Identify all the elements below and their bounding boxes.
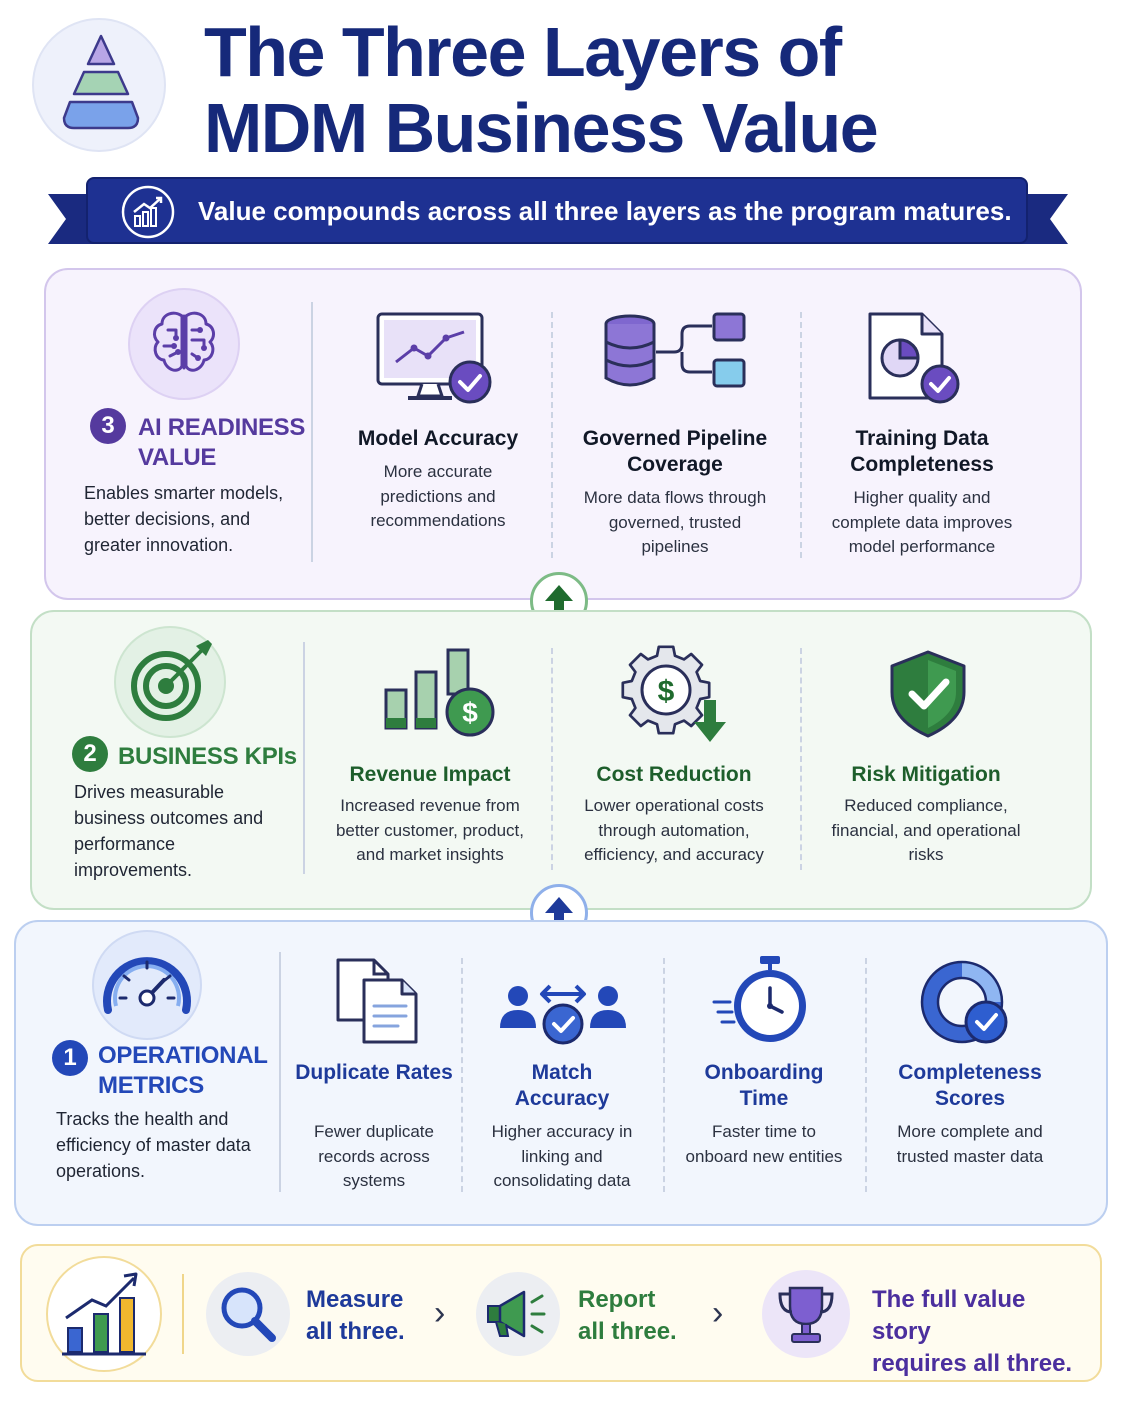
ribbon-banner <box>86 177 1028 244</box>
pyramid-icon <box>62 34 140 130</box>
document-pie-check-icon <box>868 312 960 404</box>
measure-text: Measure all three. <box>306 1284 446 1348</box>
stopwatch-icon <box>712 956 806 1042</box>
ops-layer-number: 1 <box>52 1040 88 1076</box>
monitor-chart-check-icon <box>376 312 492 404</box>
gear-dollar-down-icon: $ <box>621 645 726 742</box>
story-text: The full value story requires all three. <box>872 1284 1086 1380</box>
ops-section-icon-circle <box>92 930 202 1040</box>
arrow-up-icon <box>545 897 573 929</box>
ai-section-title-line2: VALUE <box>138 444 217 471</box>
chevron-right-icon: › <box>712 1294 724 1332</box>
measure-icon-circle <box>206 1272 290 1356</box>
ai-section-title-line1: AI READINESS <box>138 414 306 441</box>
header-logo <box>32 18 166 152</box>
report-text-line2: all three. <box>578 1318 677 1345</box>
ai-item-title: Model Accuracy <box>357 427 519 450</box>
ops-item-title: Duplicate Rates <box>295 1061 453 1084</box>
bar-chart-dollar-icon: $ <box>384 648 495 737</box>
ops-item-description: More complete and trusted master data <box>896 1122 1044 1166</box>
database-pipeline-icon <box>604 312 746 388</box>
summary-bar <box>20 1244 1102 1382</box>
story-text-line1: The full value story <box>872 1286 1026 1345</box>
kpi-item-description: Increased revenue from better customer, … <box>335 796 525 864</box>
target-arrow-icon <box>131 640 212 721</box>
kpi-item-title: Cost Reduction <box>596 763 752 786</box>
ai-item-title: Training Data Completeness <box>850 427 994 476</box>
growth-chart-icon <box>121 185 175 239</box>
trophy-icon <box>778 1286 834 1343</box>
kpi-item-title: Revenue Impact <box>349 763 511 786</box>
summary-divider <box>182 1274 184 1354</box>
kpi-section-description: Drives measurable business outcomes and … <box>74 782 264 880</box>
page-title-line2: MDM Business Value <box>204 89 879 167</box>
ai-divider-2 <box>551 312 553 558</box>
report-text-line1: Report <box>578 1286 656 1313</box>
ops-section-description: Tracks the health and efficiency of mast… <box>56 1109 251 1181</box>
ai-divider-1 <box>311 302 313 562</box>
ribbon-text: Value compounds across all three layers … <box>198 196 1012 226</box>
measure-text-line2: all three. <box>306 1318 405 1345</box>
ops-item-description: Fewer duplicate records across systems <box>313 1122 434 1190</box>
ops-section-title-line2: METRICS <box>98 1072 204 1099</box>
ai-divider-3 <box>800 312 802 558</box>
page-title: The Three Layers of MDM Business Value <box>204 14 1084 166</box>
ai-section-title: AI READINESS VALUE <box>138 413 308 473</box>
kpi-divider-3 <box>800 648 802 870</box>
measure-text-line1: Measure <box>306 1286 404 1313</box>
ops-divider-4 <box>865 958 867 1192</box>
kpi-item-description: Reduced compliance, financial, and opera… <box>831 796 1021 864</box>
people-match-icon <box>500 984 626 1045</box>
megaphone-icon <box>487 1290 546 1338</box>
ops-item-title: Match Accuracy <box>514 1061 610 1110</box>
kpi-divider-2 <box>551 648 553 870</box>
magnifier-icon <box>221 1287 276 1342</box>
kpi-item-description: Lower operational costs through automati… <box>584 796 764 864</box>
kpi-item-title: Risk Mitigation <box>851 763 1001 786</box>
ops-section-title: OPERATIONAL METRICS <box>98 1041 278 1101</box>
ops-item-description: Higher accuracy in linking and consolida… <box>491 1122 633 1190</box>
ops-item-description: Faster time to onboard new entities <box>685 1122 843 1166</box>
story-text-line2: requires all three. <box>872 1350 1073 1377</box>
donut-check-icon <box>920 960 1008 1044</box>
ai-item-title: Governed Pipeline Coverage <box>582 427 768 476</box>
ops-item-title: Onboarding Time <box>704 1061 824 1110</box>
kpi-section-title: BUSINESS KPIs <box>118 743 297 770</box>
svg-text:$: $ <box>658 675 675 708</box>
summary-chart-circle <box>46 1256 162 1372</box>
ai-item-description: Higher quality and complete data improve… <box>831 488 1013 556</box>
brain-circuit-icon <box>153 311 215 372</box>
ops-divider-3 <box>663 958 665 1192</box>
report-text: Report all three. <box>578 1284 698 1348</box>
ops-divider-2 <box>461 958 463 1192</box>
shield-check-icon <box>890 650 966 738</box>
arrow-up-icon <box>545 585 573 617</box>
rising-bar-chart-icon <box>62 1272 146 1356</box>
ai-section-description: Enables smarter models, better decisions… <box>84 483 284 555</box>
kpi-divider-1 <box>303 642 305 874</box>
speedometer-icon <box>103 957 191 1014</box>
svg-text:$: $ <box>462 697 478 728</box>
ops-section-title-line1: OPERATIONAL <box>98 1042 268 1069</box>
page-title-line1: The Three Layers of <box>204 13 842 91</box>
kpi-layer-number: 2 <box>72 736 108 772</box>
duplicate-documents-icon <box>336 958 418 1044</box>
ops-divider-1 <box>279 952 281 1192</box>
ai-item-description: More data flows through governed, truste… <box>583 488 767 556</box>
ai-section-icon-circle <box>128 288 240 400</box>
ai-layer-number: 3 <box>90 408 126 444</box>
ops-item-title: Completeness Scores <box>898 1061 1042 1110</box>
story-icon-circle <box>762 1270 850 1358</box>
chevron-right-icon: › <box>434 1294 446 1332</box>
report-icon-circle <box>476 1272 560 1356</box>
kpi-section-icon-circle <box>114 626 226 738</box>
ai-item-description: More accurate predictions and recommenda… <box>370 462 506 530</box>
